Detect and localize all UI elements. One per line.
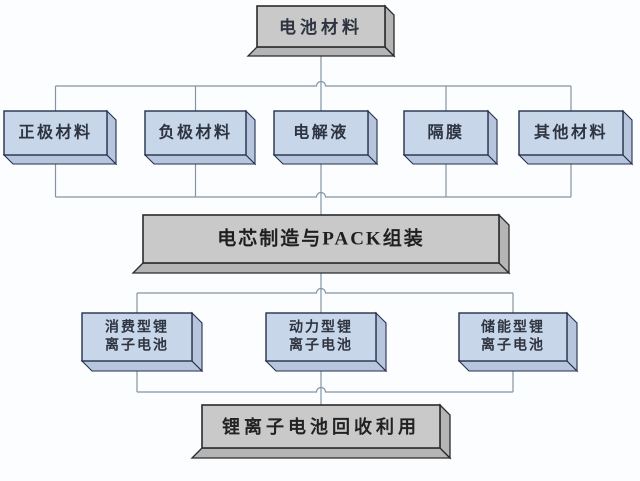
node-cathode-materials: 正极材料 <box>2 109 118 166</box>
node-consumer-li-ion-battery: 消费型锂 离子电池 <box>80 311 204 373</box>
node-li-ion-recycling-right-face <box>439 403 451 460</box>
node-anode-materials: 负极材料 <box>143 109 257 166</box>
node-power-li-ion-right-face <box>375 311 387 373</box>
node-power-li-ion-label-line2: 离子电池 <box>289 337 353 354</box>
node-storage-li-ion-bottom-face <box>457 360 579 372</box>
node-separator-bottom-face <box>402 154 499 165</box>
node-consumer-li-ion-front-face <box>81 312 193 362</box>
node-storage-li-ion-right-face <box>566 311 578 373</box>
node-other-materials-bottom-face <box>517 154 634 165</box>
node-cathode-materials-right-face <box>106 109 117 166</box>
node-li-ion-recycling-front-face <box>201 404 441 449</box>
node-li-ion-recycling-label: 锂离子电池回收利用 <box>222 416 420 437</box>
connector-bus1-drops <box>54 86 572 111</box>
node-electrolyte-right-face <box>367 109 378 166</box>
node-storage-li-ion-front-face <box>458 312 568 362</box>
node-separator-front-face <box>403 110 489 156</box>
node-li-ion-recycling-bottom-face <box>190 447 452 459</box>
connector-bus4 <box>137 386 513 393</box>
node-consumer-li-ion-bottom-face <box>80 360 204 372</box>
node-other-materials-front-face <box>518 110 624 156</box>
node-anode-materials-bottom-face <box>143 154 257 165</box>
node-power-li-ion-battery: 动力型锂 离子电池 <box>264 311 388 373</box>
node-storage-li-ion-label-line2: 离子电池 <box>481 337 545 354</box>
node-storage-li-ion-battery: 储能型锂 离子电池 <box>457 311 579 373</box>
node-battery-materials-right-face <box>384 4 395 58</box>
node-power-li-ion-front-face <box>265 312 377 362</box>
node-other-materials-right-face <box>622 109 633 166</box>
connectors <box>54 56 572 405</box>
node-consumer-li-ion-label-line2: 离子电池 <box>105 337 169 354</box>
node-electrolyte-bottom-face <box>272 154 379 165</box>
node-battery-materials: 电池材料 <box>246 4 396 58</box>
node-battery-materials-label: 电池材料 <box>279 17 363 37</box>
connector-bus3-drops <box>136 293 514 313</box>
node-consumer-li-ion-right-face <box>191 311 203 373</box>
node-other-materials: 其他材料 <box>517 109 634 166</box>
node-power-li-ion-bottom-face <box>264 360 388 372</box>
node-electrolyte-label: 电解液 <box>293 123 349 142</box>
connector-bus2 <box>55 191 571 198</box>
connector-bus3 <box>137 287 513 294</box>
connector-row2-drops <box>54 164 572 197</box>
node-separator-right-face <box>487 109 498 166</box>
node-anode-materials-front-face <box>144 110 247 156</box>
node-cell-pack-assembly-right-face <box>498 213 510 275</box>
node-electrolyte: 电解液 <box>272 109 379 166</box>
node-separator: 隔膜 <box>402 109 499 166</box>
node-cell-pack-assembly-front-face <box>142 214 500 264</box>
node-separator-label: 隔膜 <box>427 124 464 142</box>
node-power-li-ion-label-line1: 动力型锂 <box>289 319 353 336</box>
node-cell-pack-assembly: 电芯制造与PACK组装 <box>131 213 511 275</box>
node-cathode-materials-front-face <box>3 110 108 156</box>
node-battery-materials-front-face <box>256 5 386 48</box>
connector-row3-drops <box>136 371 514 392</box>
node-other-materials-label: 其他材料 <box>534 123 608 142</box>
node-cell-pack-assembly-bottom-face <box>131 262 511 274</box>
node-cathode-materials-bottom-face <box>2 154 118 165</box>
connector-bus1 <box>55 80 571 87</box>
node-anode-materials-label: 负极材料 <box>158 123 232 142</box>
node-battery-materials-bottom-face <box>246 46 396 57</box>
node-anode-materials-right-face <box>245 109 256 166</box>
node-consumer-li-ion-label-line1: 消费型锂 <box>105 319 169 336</box>
node-electrolyte-front-face <box>273 110 369 156</box>
node-storage-li-ion-label-line1: 储能型锂 <box>480 319 545 336</box>
node-cell-pack-assembly-label: 电芯制造与PACK组装 <box>217 227 424 250</box>
node-li-ion-recycling: 锂离子电池回收利用 <box>190 403 452 460</box>
node-cathode-materials-label: 正极材料 <box>18 123 92 142</box>
